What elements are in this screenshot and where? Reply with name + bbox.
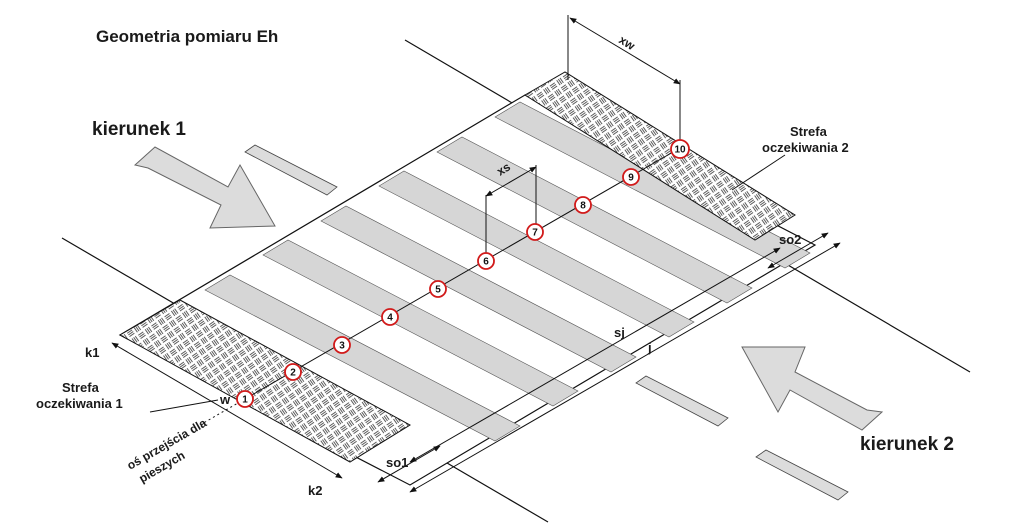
measurement-point-4: 4 [381,308,399,326]
measurement-point-8: 8 [574,196,592,214]
direction-1-label: kierunek 1 [92,119,186,140]
svg-text:1: 1 [242,395,248,406]
dim-sj-label: sj [614,325,625,340]
dim-xs [485,166,537,197]
measurement-point-5: 5 [429,280,447,298]
dim-k1-label: k1 [85,345,99,360]
zone2-leader [731,154,786,191]
dim-k1-k2 [111,342,343,479]
dim-w-label: w [219,392,231,407]
lane-mark-3 [755,449,849,501]
dim-j [409,242,841,493]
svg-text:2: 2 [290,368,296,379]
svg-text:7: 7 [532,228,538,239]
measurement-point-1: 1 [236,390,254,408]
zone-1-label-line1: Strefa [62,380,100,395]
dim-k2-label: k2 [308,483,322,498]
dim-xw [569,17,681,85]
lane-mark-2 [635,375,729,427]
dim-so1-label: so1 [386,455,408,470]
svg-text:5: 5 [435,285,441,296]
measurement-point-10: 10 [670,139,690,159]
zone-2-label-line1: Strefa [790,124,828,139]
direction-arrow-1 [133,146,276,229]
dim-xw-label: xw [616,33,638,54]
svg-text:3: 3 [339,341,345,352]
zone-2-label-line2: oczekiwania 2 [762,140,849,155]
dim-j-label: j [647,340,652,355]
dim-so2-label: so2 [779,232,801,247]
zone1-leader [149,399,219,413]
waiting-zone-2 [524,71,796,241]
measurement-points: 1 2 3 4 5 6 7 8 9 10 [236,139,690,408]
measurement-point-9: 9 [622,168,640,186]
svg-text:6: 6 [483,257,489,268]
lane-mark-1 [244,144,338,196]
svg-text:4: 4 [387,313,393,324]
measurement-point-3: 3 [333,336,351,354]
svg-text:8: 8 [580,201,586,212]
page-title: Geometria pomiaru Eh [96,27,278,46]
measurement-point-7: 7 [526,223,544,241]
svg-text:10: 10 [674,145,686,156]
measurement-point-2: 2 [284,363,302,381]
svg-text:9: 9 [628,173,634,184]
measurement-point-6: 6 [477,252,495,270]
zone-1-label-line2: oczekiwania 1 [36,396,123,411]
dim-so2 [767,232,829,269]
direction-2-label: kierunek 2 [860,434,954,455]
direction-arrow-2 [741,346,884,431]
